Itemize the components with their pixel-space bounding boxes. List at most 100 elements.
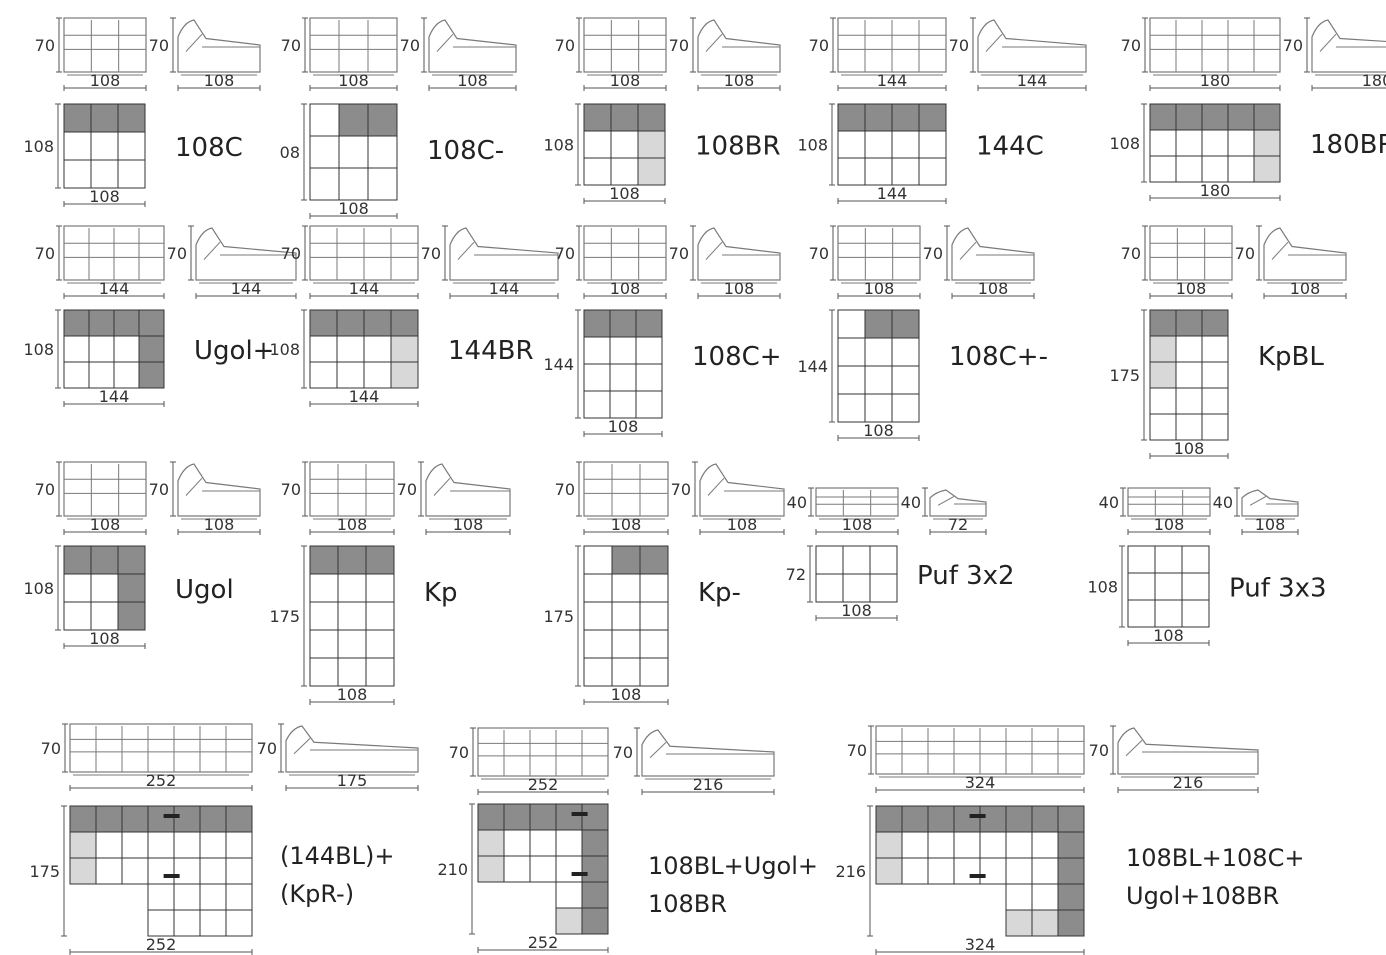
plan-cushion	[979, 831, 1007, 859]
plan-cushion	[864, 157, 893, 186]
dim-label: 108	[90, 71, 121, 90]
dim-label: 70	[1089, 741, 1109, 760]
dim-label: 108	[90, 515, 121, 534]
plan-cushion	[609, 390, 637, 419]
dim-label: 40	[787, 493, 807, 512]
plan-cushion	[63, 159, 92, 189]
dim-label: 40	[1099, 493, 1119, 512]
plan-cushion	[609, 363, 637, 392]
plan-cushion	[336, 309, 365, 337]
plan-cushion	[95, 857, 123, 885]
backrest-line	[1249, 495, 1267, 506]
plan-cushion	[837, 337, 866, 367]
plan-cushion	[555, 803, 583, 831]
plan-cushion	[173, 805, 201, 833]
plan-cushion	[875, 831, 903, 859]
plan-cushion	[610, 103, 639, 132]
dim-label: 144	[99, 387, 130, 406]
module-name: 144C	[976, 132, 1044, 162]
backrest-line	[293, 738, 311, 755]
plan-cushion	[90, 601, 119, 631]
plan-cushion	[336, 335, 365, 363]
plan-cushion	[583, 629, 613, 659]
plan-cushion	[864, 103, 893, 132]
side-outline	[428, 19, 517, 73]
plan-cushion	[63, 601, 92, 631]
dim-label: 70	[555, 480, 575, 499]
dim-label: 108	[608, 417, 639, 436]
plan-cushion	[1149, 413, 1177, 441]
dim-label: 70	[949, 36, 969, 55]
plan-cushion	[309, 657, 339, 687]
side-outline	[929, 489, 987, 517]
side-outline	[641, 729, 775, 777]
plan-cushion	[864, 130, 893, 159]
backrest-line	[185, 33, 203, 52]
connector-marker	[969, 874, 986, 878]
plan-cushion	[309, 361, 338, 389]
dim-label: 70	[281, 480, 301, 499]
plan-cushion	[639, 545, 669, 575]
plan-cushion	[69, 857, 97, 885]
dim-label: 252	[146, 771, 177, 790]
module-name: KpBL	[1258, 342, 1324, 372]
plan-cushion	[503, 803, 531, 831]
dim-label: 70	[167, 244, 187, 263]
dim-label: 324	[965, 935, 996, 954]
plan-cushion	[117, 103, 146, 133]
plan-cushion	[390, 361, 419, 389]
front-outline	[583, 461, 669, 517]
dim-label: 108	[337, 515, 368, 534]
connector-marker	[571, 812, 588, 816]
plan-cushion	[583, 657, 613, 687]
side-outline	[697, 227, 781, 281]
plan-cushion	[309, 335, 338, 363]
side-outline	[177, 463, 261, 517]
plan-cushion	[225, 831, 253, 859]
dim-label: 40	[1213, 493, 1233, 512]
plan-cushion	[367, 103, 398, 137]
plan-cushion	[95, 805, 123, 833]
dim-label: 70	[281, 36, 301, 55]
plan-cushion	[635, 390, 663, 419]
plan-cushion	[1253, 129, 1281, 157]
plan-cushion	[555, 907, 583, 935]
dim-label: 144	[1017, 71, 1048, 90]
plan-cushion	[529, 829, 557, 857]
plan-cushion	[138, 361, 165, 389]
plan-cushion	[918, 157, 947, 186]
dim-label: 70	[555, 244, 575, 263]
plan-cushion	[117, 573, 146, 603]
plan-cushion	[529, 803, 557, 831]
plan-cushion	[609, 336, 637, 365]
plan-cushion	[869, 573, 898, 603]
plan-cushion	[63, 573, 92, 603]
dim-label: 175	[543, 607, 574, 626]
plan-cushion	[1175, 309, 1203, 337]
backrest-line	[985, 33, 1003, 52]
plan-cushion	[1031, 909, 1059, 937]
plan-cushion	[363, 309, 392, 337]
dim-label: 108	[797, 136, 828, 155]
plan-cushion	[1149, 335, 1177, 363]
dim-label: 108	[724, 71, 755, 90]
plan-cushion	[581, 855, 609, 883]
plan-cushion	[637, 130, 666, 159]
side-outline	[195, 227, 297, 281]
backrest-line	[959, 241, 977, 260]
dim-label: 108	[1153, 626, 1184, 645]
plan-cushion	[1201, 361, 1229, 389]
